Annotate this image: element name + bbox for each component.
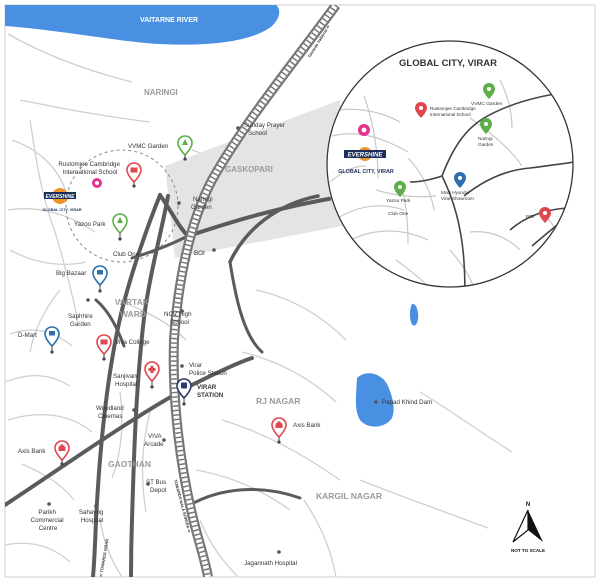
label-axis-bank-east: Axis Bank: [293, 422, 321, 429]
pin-big-bazaar[interactable]: [92, 265, 108, 293]
tree-icon: [484, 122, 488, 126]
river-label: VAITARNE RIVER: [140, 17, 198, 24]
tree-icon: [398, 185, 402, 189]
school-icon: [100, 339, 108, 345]
inset-label-vvmc-garden: VVMC Garden: [471, 101, 503, 107]
area-naringi: NARINGI: [144, 88, 178, 97]
project-marker-center: [95, 181, 99, 185]
cart-icon: [97, 270, 103, 275]
label-saphhire-garden: Saphhire Garden: [68, 313, 95, 328]
inset-pin-vvmc-garden[interactable]: [483, 83, 495, 99]
pin-vvmc-garden[interactable]: [177, 135, 193, 161]
compass-north: N: [526, 502, 530, 508]
inset-border: [326, 40, 574, 288]
area-vartak-ward: VARTAK WARD: [115, 297, 152, 319]
inset-label-yazoo-park: Yazoo Park: [386, 198, 411, 204]
label-virar-station: VIRAR STATION: [197, 384, 224, 399]
inset-logo-project: GLOBAL CITY, VIRAR: [338, 169, 394, 175]
poi-dots: [47, 126, 378, 554]
label-viva-college: Viva College: [115, 339, 150, 346]
compass: [512, 509, 543, 543]
label-big-bazaar: Big Bazaar: [56, 270, 86, 277]
cart-icon: [49, 331, 55, 336]
inset-pin-yazoo-park[interactable]: [394, 181, 406, 197]
label-yazoo-park: Yazoo Park: [74, 221, 106, 228]
project-area-circle: [65, 149, 179, 263]
logo-project-name: GLOBAL CITY, VIRAR: [42, 208, 81, 212]
area-gaothan: GAOTHAN: [108, 459, 151, 469]
not-to-scale-note: NOT TO SCALE: [511, 548, 545, 553]
inset-title: GLOBAL CITY, VIRAR: [399, 58, 497, 69]
inset-map: [326, 40, 574, 288]
label-sahayog-hospital: Sahayog Hospital: [79, 509, 105, 524]
pin-virar-station[interactable]: [176, 378, 192, 406]
label-sunday-prayer-school: Sunday Prayer School: [244, 122, 287, 137]
pin-viva-college[interactable]: [96, 334, 112, 361]
inset-pin-naringi-garden[interactable]: [480, 118, 492, 134]
label-club-one: Club One: [113, 251, 140, 258]
label-virar-police-station: Virar Police Station: [189, 362, 227, 377]
label-boi: BOI: [194, 250, 205, 257]
label-d-mart: D-Mart: [18, 332, 37, 339]
tree-icon: [487, 87, 491, 91]
area-rj-nagar: RJ NAGAR: [256, 396, 300, 406]
label-naringi-garden: Naringi Garden: [191, 196, 214, 211]
inset-project-marker-center: [361, 127, 367, 133]
label-papad-khind-dam: Papad Khind Dam: [382, 399, 432, 406]
inset-callout: [165, 100, 342, 258]
label-axis-bank-west: Axis Bank: [18, 448, 46, 455]
label-parikh-centre: Parikh Commercial Centre: [31, 509, 66, 532]
car-icon: [458, 176, 462, 180]
road-label-left: ⇐ TOWARDS VIRAR: [98, 538, 110, 577]
school-icon: [419, 106, 423, 110]
label-sanjivani-hospital: Sanjivani Hospital: [113, 373, 140, 388]
school-icon: [130, 167, 138, 173]
label-viva-arcade: VIVA Arcade: [144, 433, 164, 448]
pin-sanjivani-hospital[interactable]: [144, 361, 160, 389]
label-jagannath-hospital: Jagannath Hospital: [244, 560, 297, 567]
inset-logo-brand: EVERSHINE: [348, 153, 384, 159]
bank-icon: [58, 444, 66, 451]
pin-d-mart[interactable]: [44, 326, 60, 354]
inset-pin-modi-hyundai[interactable]: [454, 172, 466, 188]
vaitarne-river: [5, 5, 280, 45]
label-rustomjee: Rustomjee Cambridge International School: [58, 161, 121, 176]
train-icon: [181, 382, 187, 389]
area-kargil-nagar: KARGIL NAGAR: [316, 491, 382, 501]
pin-rustomjee-school[interactable]: [126, 162, 142, 188]
railway: [168, 5, 341, 577]
bank-icon: [543, 211, 547, 215]
inset-pin-rustomjee[interactable]: [415, 102, 427, 118]
tree-icon: [117, 217, 123, 223]
inset-label-rustomjee: Rustomjee Cambridge International School: [430, 106, 477, 117]
pin-axis-bank-east[interactable]: [271, 417, 287, 444]
street-network: [5, 33, 513, 577]
label-woodland-cinemas: Woodland Cinemas: [96, 405, 125, 420]
label-vvmc-garden: VVMC Garden: [128, 143, 169, 150]
evershine-logo: [44, 188, 76, 204]
inset-pin-boi[interactable]: [539, 207, 551, 223]
area-gaskopari: GASKOPARI: [225, 165, 273, 174]
inset-label-naringi-garden: Naringi Garden: [478, 136, 494, 147]
label-ncv-high-school: NCV High School: [164, 311, 193, 326]
inset-label-boi: BOI: [526, 214, 534, 220]
main-roads: [5, 193, 347, 577]
inset-label-club-one: Club One: [388, 211, 409, 217]
small-pond: [409, 303, 419, 326]
tree-icon: [182, 139, 188, 145]
pin-axis-bank-west[interactable]: [54, 440, 70, 466]
label-st-bus-depot: ST Bus Depot: [146, 479, 168, 494]
inset-evershine-logo: [344, 147, 386, 161]
bank-icon: [275, 421, 283, 428]
pin-yazoo-park[interactable]: [112, 213, 128, 241]
hospital-icon: [148, 366, 156, 373]
papad-khind-dam: [355, 373, 394, 427]
inset-label-modi-hyundai: Modi Hyundai Virar Showroom: [441, 190, 474, 201]
logo-brand-text: EVERSHINE: [46, 194, 76, 200]
